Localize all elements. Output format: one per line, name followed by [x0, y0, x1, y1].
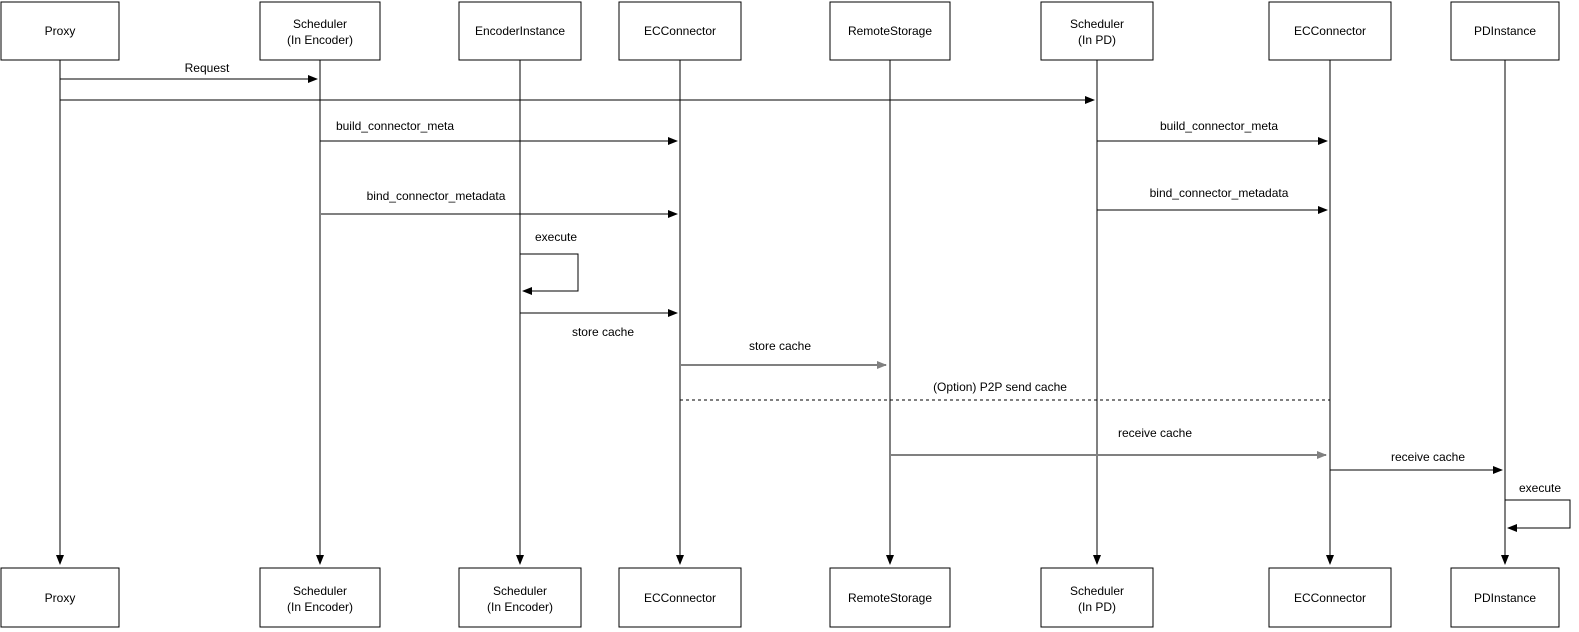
message-label: execute: [1519, 481, 1561, 495]
actor-box: [1268, 567, 1392, 628]
actor-top-proxy: Proxy: [0, 1, 120, 61]
message-label: build_connector_meta: [1160, 119, 1278, 133]
actor-top-ec-connector-pd: ECConnector: [1268, 1, 1392, 61]
message-store-cache-encoder: store cache: [520, 309, 678, 339]
actor-label-line2: (In Encoder): [487, 600, 553, 614]
actor-label: Scheduler: [293, 584, 347, 598]
actor-box: [829, 567, 951, 628]
message-build-connector-meta-encoder: build_connector_meta: [320, 119, 678, 145]
message-bind-connector-metadata-pd: bind_connector_metadata: [1097, 186, 1328, 214]
actor-label: Scheduler: [293, 17, 347, 31]
message-label: store cache: [749, 339, 811, 353]
actor-box: [259, 1, 381, 61]
actor-top-ec-connector-encoder: ECConnector: [618, 1, 742, 61]
actor-bottom-ec-connector-pd: ECConnector: [1268, 567, 1392, 628]
actor-box: [829, 1, 951, 61]
message-p2p-send-cache: (Option) P2P send cache: [680, 380, 1330, 401]
message-label: bind_connector_metadata: [1150, 186, 1289, 200]
actor-bottom-scheduler-in-encoder-2: Scheduler (In Encoder): [458, 567, 582, 628]
actor-top-encoder-instance: EncoderInstance: [458, 1, 582, 61]
message-label: Request: [185, 61, 230, 75]
self-loop-arrow: [520, 253, 579, 295]
message-label: build_connector_meta: [336, 119, 454, 133]
actor-label: PDInstance: [1474, 591, 1536, 605]
actor-bottom-scheduler-in-pd: Scheduler (In PD): [1040, 567, 1154, 628]
message-execute-encoder: execute: [520, 230, 579, 295]
actor-top-pd-instance: PDInstance: [1450, 1, 1560, 61]
message-store-cache-remote: store cache: [680, 339, 887, 369]
message-receive-cache-remote: receive cache: [890, 426, 1327, 459]
actor-label: Scheduler: [1070, 17, 1124, 31]
message-label: execute: [535, 230, 577, 244]
actor-box: [259, 567, 381, 628]
message-execute-pd: execute: [1505, 481, 1571, 532]
actor-box: [618, 1, 742, 61]
actor-label: ECConnector: [1294, 591, 1366, 605]
actor-label: Proxy: [45, 591, 76, 605]
self-loop-arrow: [1505, 499, 1571, 532]
actor-box: [0, 1, 120, 61]
actor-label-line2: (In PD): [1078, 33, 1116, 47]
message-label: bind_connector_metadata: [367, 189, 506, 203]
actor-bottom-pd-instance: PDInstance: [1450, 567, 1560, 628]
message-bind-connector-metadata-encoder: bind_connector_metadata: [320, 189, 678, 218]
actor-label: ECConnector: [1294, 24, 1366, 38]
message-receive-cache-pd: receive cache: [1330, 450, 1503, 474]
actor-label-line2: (In Encoder): [287, 600, 353, 614]
actor-bottom-scheduler-in-encoder: Scheduler (In Encoder): [259, 567, 381, 628]
actor-box: [1040, 567, 1154, 628]
actor-label: Scheduler: [1070, 584, 1124, 598]
message-build-connector-meta-pd: build_connector_meta: [1097, 119, 1328, 145]
actor-label-line2: (In Encoder): [287, 33, 353, 47]
message-label: store cache: [572, 325, 634, 339]
message-request: Request: [60, 61, 318, 83]
actor-label: ECConnector: [644, 591, 716, 605]
actor-top-scheduler-in-encoder: Scheduler (In Encoder): [259, 1, 381, 61]
actor-box: [1450, 567, 1560, 628]
actor-box: [1040, 1, 1154, 61]
actor-label: Scheduler: [493, 584, 547, 598]
actor-bottom-ec-connector-encoder: ECConnector: [618, 567, 742, 628]
actor-box: [458, 1, 582, 61]
actor-label: RemoteStorage: [848, 591, 932, 605]
actor-top-scheduler-in-pd: Scheduler (In PD): [1040, 1, 1154, 61]
actor-box: [0, 567, 120, 628]
actor-label: ECConnector: [644, 24, 716, 38]
actor-label-line2: (In PD): [1078, 600, 1116, 614]
actor-box: [1268, 1, 1392, 61]
actor-label: Proxy: [45, 24, 76, 38]
actor-label: EncoderInstance: [475, 24, 565, 38]
actor-top-remote-storage: RemoteStorage: [829, 1, 951, 61]
actor-label: RemoteStorage: [848, 24, 932, 38]
actor-bottom-proxy: Proxy: [0, 567, 120, 628]
actor-box: [1450, 1, 1560, 61]
message-label: receive cache: [1391, 450, 1465, 464]
actor-bottom-remote-storage: RemoteStorage: [829, 567, 951, 628]
message-label: (Option) P2P send cache: [933, 380, 1067, 394]
actor-box: [618, 567, 742, 628]
message-label: receive cache: [1118, 426, 1192, 440]
actor-label: PDInstance: [1474, 24, 1536, 38]
actor-box: [458, 567, 582, 628]
